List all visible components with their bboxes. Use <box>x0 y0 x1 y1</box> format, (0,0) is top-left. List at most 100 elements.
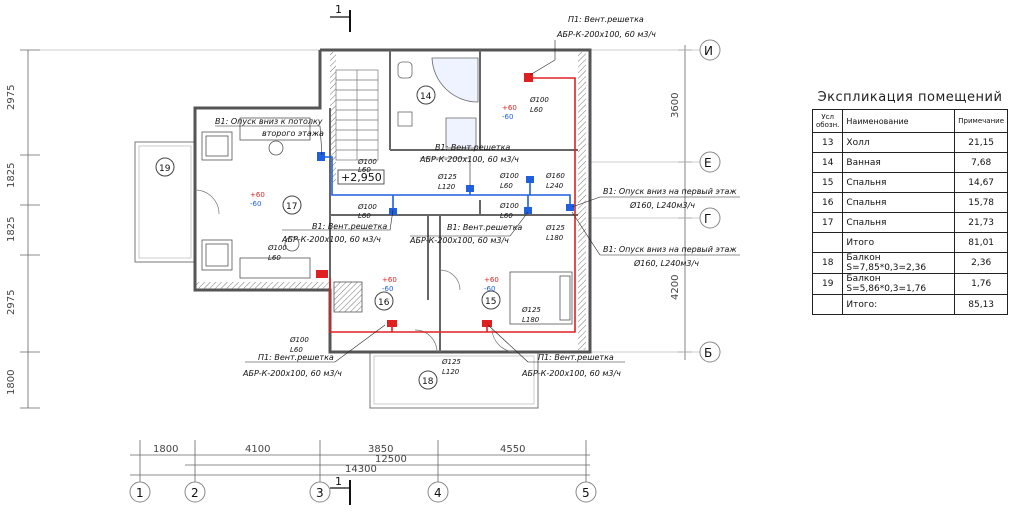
room-19-tag: 19 <box>155 157 175 177</box>
svg-text:Е: Е <box>704 156 712 170</box>
svg-text:15: 15 <box>485 297 496 307</box>
svg-text:1: 1 <box>136 486 144 500</box>
svg-text:Ø125: Ø125 <box>437 173 457 181</box>
callout-b1-center-1: В1: Вент.решетка <box>435 143 510 152</box>
room-16-tag: 16 <box>374 291 394 311</box>
svg-text:17: 17 <box>286 202 297 212</box>
svg-text:L180: L180 <box>546 234 564 242</box>
dim-left-4: 2975 <box>6 290 17 315</box>
axis-col-4: 4 <box>427 481 449 503</box>
axis-row-Б: Б <box>699 341 721 363</box>
callout-b1-17-1: В1: Вент.решетка <box>312 222 387 231</box>
svg-text:Ø125: Ø125 <box>521 306 541 314</box>
svg-text:Ø100: Ø100 <box>499 202 519 210</box>
section-mark-top: 1 <box>330 3 351 32</box>
bottom-dimension-chain <box>130 440 590 482</box>
callout-b1-center-2: АБР-К-200х100, 60 м3/ч <box>419 155 519 164</box>
svg-text:16: 16 <box>378 298 390 308</box>
bed-room-16 <box>333 281 363 313</box>
callout-b1-mid-2: АБР-К-200х100, 60 м3/ч <box>409 236 509 245</box>
axis-col-5: 5 <box>575 481 597 503</box>
section-mark-bottom: 1 <box>330 475 351 505</box>
bathroom-fixtures <box>397 57 479 149</box>
dim-left-2: 1825 <box>6 163 17 188</box>
callout-p1-bl-2: АБР-К-200х100, 60 м3/ч <box>242 369 342 378</box>
svg-text:Ø160: Ø160 <box>545 172 565 180</box>
dim-left-5: 1800 <box>6 370 17 395</box>
dim-right-2: 4200 <box>670 275 681 300</box>
dim-bottom-2: 4100 <box>245 444 270 455</box>
callout-p1-bl-1: П1: Вент.решетка <box>258 353 334 362</box>
svg-text:L60: L60 <box>358 166 371 174</box>
header-code: Усл обозн. <box>811 109 844 133</box>
section-label-bottom: 1 <box>335 475 342 488</box>
bed-room-15 <box>509 271 573 325</box>
room-15-tag: 15 <box>481 290 501 310</box>
axis-row-Е: Е <box>699 151 721 173</box>
dim-bottom-6: 14300 <box>345 464 377 475</box>
staircase <box>335 69 379 161</box>
callout-b1-first-1a: В1: Опуск вниз на первый этаж <box>603 187 737 196</box>
svg-text:L120: L120 <box>438 183 456 191</box>
svg-text:Ø100: Ø100 <box>289 336 309 344</box>
explication-title: Экспликация помещений <box>817 90 1003 105</box>
interior-walls <box>329 50 578 352</box>
svg-text:-60: -60 <box>484 285 495 293</box>
svg-text:Ø100: Ø100 <box>357 203 377 211</box>
svg-text:+60: +60 <box>250 191 265 199</box>
svg-text:Ø125: Ø125 <box>545 224 565 232</box>
svg-text:L60: L60 <box>268 254 281 262</box>
svg-text:L180: L180 <box>522 316 540 324</box>
svg-text:L60: L60 <box>290 346 303 354</box>
svg-text:+60: +60 <box>382 276 397 284</box>
callout-p1-top-2: АБР-К-200х100, 60 м3/ч <box>556 30 656 39</box>
svg-text:19: 19 <box>159 164 171 174</box>
callout-b1-first-2a: В1: Опуск вниз на первый этаж <box>603 245 737 254</box>
temp-room-17: +60 -60 <box>250 191 265 208</box>
dim-right-1: 3600 <box>670 93 681 118</box>
doors <box>194 189 517 353</box>
svg-text:L120: L120 <box>442 368 460 376</box>
elevation-marker: +2,950 <box>337 169 385 185</box>
svg-text:2: 2 <box>191 486 199 500</box>
svg-text:+60: +60 <box>484 276 499 284</box>
svg-text:L60: L60 <box>530 106 543 114</box>
axis-row-Г: Г <box>699 207 721 229</box>
dim-bottom-4: 4550 <box>500 444 525 455</box>
header-note: Примечание <box>954 109 1008 133</box>
axis-col-2: 2 <box>184 481 206 503</box>
section-label-top: 1 <box>335 3 342 16</box>
svg-text:14: 14 <box>420 92 432 102</box>
dim-bottom-1: 1800 <box>153 444 178 455</box>
dim-bottom-3: 3850 <box>368 444 393 455</box>
svg-text:И: И <box>704 44 713 58</box>
header-name: Наименование <box>842 109 956 133</box>
callout-b1-first-1b: Ø160, L240м3/ч <box>629 200 695 210</box>
svg-text:+60: +60 <box>502 104 517 112</box>
dim-left-1: 2975 <box>6 85 17 110</box>
svg-text:18: 18 <box>422 377 434 387</box>
svg-text:Ø100: Ø100 <box>357 158 377 166</box>
svg-text:Б: Б <box>704 346 712 360</box>
svg-text:+2,950: +2,950 <box>341 171 382 184</box>
svg-text:5: 5 <box>582 486 590 500</box>
room-17-tag: 17 <box>282 195 302 215</box>
callout-b1-hall-1: В1: Опуск вниз к потолку <box>215 117 323 126</box>
table-row: Итого:85,13 <box>811 294 1008 315</box>
